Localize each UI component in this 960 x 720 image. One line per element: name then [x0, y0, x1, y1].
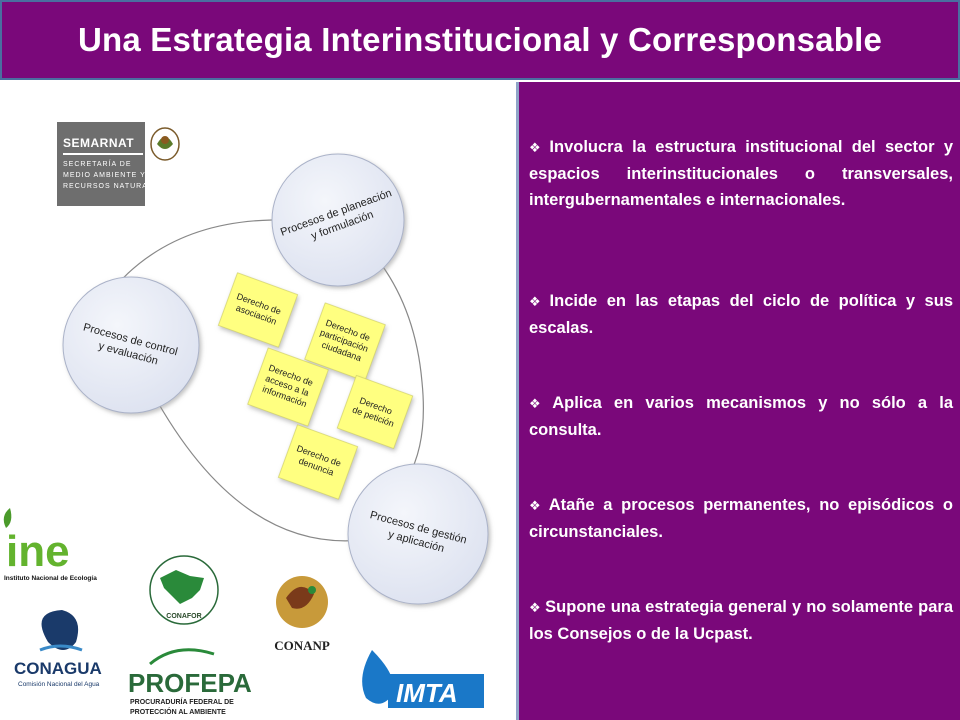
circle-gestion: Procesos de gestión y aplicación: [347, 463, 489, 605]
note-acceso: Derecho de acceso a la información: [247, 347, 329, 427]
imta-logo: IMTA: [362, 650, 484, 708]
diamond-bullet-icon: ❖: [529, 294, 546, 309]
note-denuncia: Derecho de denuncia: [277, 424, 359, 500]
profepa-sub: PROTECCIÓN AL AMBIENTE: [130, 707, 226, 716]
water-drop-icon: [41, 610, 79, 650]
conagua-logo: CONAGUA Comisión Nacional del Agua: [14, 610, 102, 688]
semarnat-name: SEMARNAT: [63, 136, 135, 150]
conanp-name: CONANP: [274, 638, 330, 653]
semarnat-logo: SEMARNAT SECRETARÍA DE MEDIO AMBIENTE Y …: [57, 122, 185, 206]
profepa-leaf-icon: [149, 648, 215, 666]
bullet-item: ❖Involucra la estructura institucional d…: [529, 134, 953, 213]
semarnat-desc-line: SECRETARÍA DE: [63, 161, 132, 168]
profepa-sub: PROCURADURÍA FEDERAL DE: [130, 697, 234, 706]
cycle-arrow: [369, 249, 424, 480]
semarnat-desc-line: RECURSOS NATURALES: [63, 183, 165, 190]
bullet-text: Involucra la estructura institucional de…: [529, 138, 954, 209]
bullet-text: Supone una estrategia general y no solam…: [529, 598, 953, 643]
semarnat-desc-line: MEDIO AMBIENTE Y: [63, 172, 146, 179]
bullet-item: ❖Aplica en varios mecanismos y no sólo a…: [529, 390, 953, 443]
imta-name: IMTA: [396, 678, 458, 708]
diagram-panel: SEMARNAT SECRETARÍA DE MEDIO AMBIENTE Y …: [0, 82, 516, 720]
diamond-bullet-icon: ❖: [529, 498, 545, 513]
diamond-bullet-icon: ❖: [529, 396, 549, 411]
note-peticion: Derecho de petición: [336, 375, 414, 449]
bullet-item: ❖Supone una estrategia general y no sola…: [529, 594, 953, 647]
semarnat-desc: SECRETARÍA DE MEDIO AMBIENTE Y RECURSOS …: [63, 159, 164, 192]
profepa-logo: PROFEPA PROCURADURÍA FEDERAL DE PROTECCI…: [128, 648, 252, 716]
cycle-arrow: [150, 389, 363, 542]
note-participacion: Derecho de participación ciudadana: [304, 302, 386, 382]
mexico-seal-icon: [145, 122, 185, 206]
conanp-logo: CONANP: [274, 576, 330, 653]
ine-name: Instituto Nacional de Ecología: [4, 575, 97, 582]
diamond-bullet-icon: ❖: [529, 600, 542, 615]
semarnat-rule: [63, 153, 143, 155]
conanp-swirl-icon: [286, 586, 314, 609]
bullet-panel: ❖Involucra la estructura institucional d…: [516, 82, 960, 720]
ine-logo: ine Instituto Nacional de Ecología: [3, 508, 97, 582]
bullet-item: ❖Atañe a procesos permanentes, no episód…: [529, 492, 953, 545]
bullet-text: Aplica en varios mecanismos y no sólo a …: [529, 394, 954, 439]
conafor-name: CONAFOR: [166, 613, 201, 620]
circle-planeacion: Procesos de planeación y formulación: [271, 153, 405, 287]
profepa-name: PROFEPA: [128, 668, 252, 698]
note-asociacion: Derecho de asociación: [217, 272, 299, 348]
ine-mark: ine: [6, 527, 70, 576]
ine-leaf-icon: [3, 508, 12, 528]
page-title: Una Estrategia Interinstitucional y Corr…: [77, 21, 883, 58]
mexico-map-icon: [160, 570, 204, 604]
svg-text:Derecho de participaci: Derecho de participación ciudadana: [315, 317, 376, 365]
conagua-sub: Comisión Nacional del Agua: [18, 681, 100, 688]
conafor-logo: CONAFOR: [149, 555, 219, 625]
bullet-item: ❖Incide en las etapas del ciclo de polít…: [529, 288, 953, 341]
bullet-text: Atañe a procesos permanentes, no episódi…: [529, 496, 953, 541]
policy-cycle-diagram: Procesos de planeación y formulación Pro…: [3, 153, 489, 716]
diamond-bullet-icon: ❖: [529, 140, 546, 155]
conagua-name: CONAGUA: [14, 659, 102, 678]
circle-control: Procesos de control y evaluación: [62, 276, 200, 414]
water-drop-icon: [362, 650, 395, 704]
cycle-arrow: [110, 219, 273, 292]
title-bar: Una Estrategia Interinstitucional y Corr…: [0, 0, 960, 80]
bullet-text: Incide en las etapas del ciclo de políti…: [529, 292, 953, 337]
